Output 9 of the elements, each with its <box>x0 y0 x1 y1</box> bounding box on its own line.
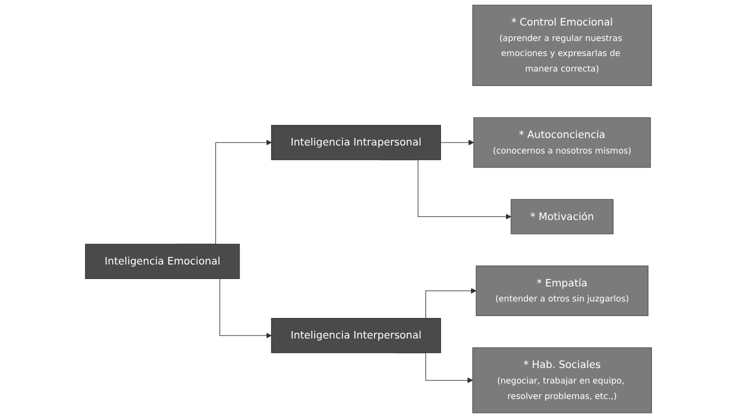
node-box: Inteligencia Intrapersonal <box>271 124 441 160</box>
arrow <box>440 140 474 146</box>
node-box: * Hab. Sociales (negociar, trabajar en equipo, resolver problemas, etc.,) <box>472 347 652 414</box>
node-box: * Autoconciencia (conocernos a nosotros mismos) <box>473 117 651 168</box>
node-box: * Empatía (entender a otros sin juzgarlos) <box>476 266 648 316</box>
node-box: Inteligencia Interpersonal <box>271 318 441 354</box>
node-box: * Motivación <box>510 199 614 234</box>
node-box: Inteligencia Emocional <box>85 244 240 279</box>
node-box: * Control Emocional (aprender a regular nuestras emociones y expresarlas de manera correcta) <box>472 4 652 86</box>
